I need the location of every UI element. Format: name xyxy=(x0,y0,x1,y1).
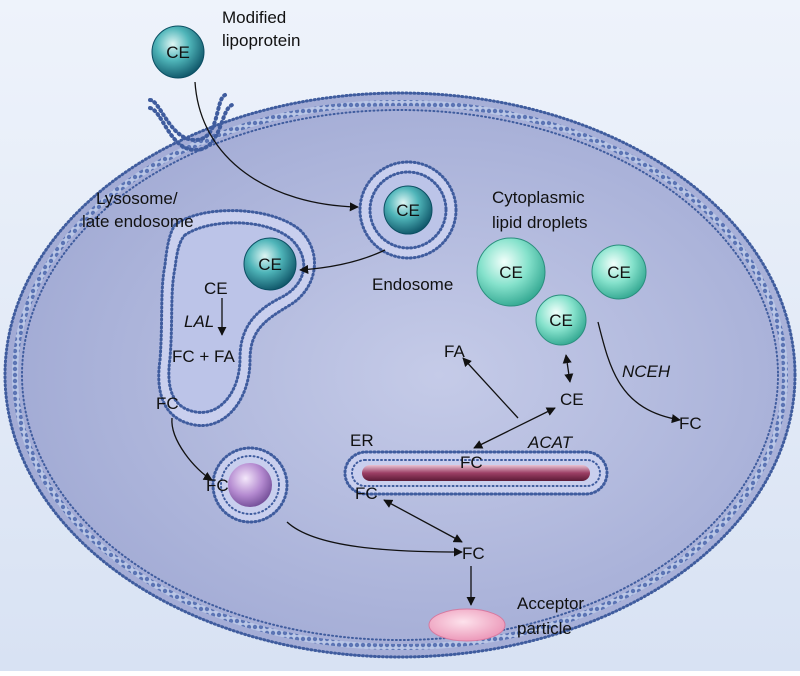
er-fc-inner-label: FC xyxy=(460,453,483,472)
modified-lipoprotein-label-line1: Modified xyxy=(222,8,286,27)
lipid-droplet xyxy=(535,294,587,346)
vesicle-fc-label: FC xyxy=(206,476,229,495)
acceptor-label-line1: Acceptor xyxy=(517,594,584,613)
arrow-droplet-ce xyxy=(562,354,574,383)
arrow-vesicle-to-fc xyxy=(286,521,463,557)
lysosome-fc-label: FC xyxy=(156,394,179,413)
modified-lipoprotein-label-line2: lipoprotein xyxy=(222,31,300,50)
lipid-droplets-label-line1: Cytoplasmic xyxy=(492,188,585,207)
lipid-droplets xyxy=(476,237,647,346)
ce-label: CE xyxy=(499,263,523,282)
endosome-ce-particle xyxy=(383,185,433,235)
arrow-er-efflux xyxy=(383,499,463,543)
er xyxy=(343,450,609,496)
lal-enzyme-label: LAL xyxy=(184,312,214,331)
lipid-droplets-label-line2: lipid droplets xyxy=(492,213,587,232)
arrow-acat xyxy=(473,407,556,449)
lysosome-ce-particle xyxy=(243,237,297,291)
er-label: ER xyxy=(350,431,374,450)
lysosome-label-line2: late endosome xyxy=(82,212,194,231)
ce-label: CE xyxy=(166,43,190,62)
nceh-fc-label: FC xyxy=(679,414,702,433)
lysosome-label-line1: Lysosome/ xyxy=(96,189,178,208)
lipid-droplet xyxy=(476,237,546,307)
membrane-pit xyxy=(148,93,234,153)
er-lumen xyxy=(362,465,590,481)
er-fc-outer-label: FC xyxy=(355,484,378,503)
acceptor-label-line2: particle xyxy=(517,619,572,638)
lipid-droplet xyxy=(591,244,647,300)
fc-vesicle xyxy=(211,446,289,524)
arrows xyxy=(171,81,681,606)
modified-lipoprotein-particle xyxy=(151,25,205,79)
efflux-fc-label: FC xyxy=(462,544,485,563)
acceptor-particle xyxy=(428,608,506,642)
ce-label: CE xyxy=(549,311,573,330)
endosome-label: Endosome xyxy=(372,275,453,294)
acat-enzyme-label: ACAT xyxy=(527,433,574,452)
arrow-endosome-to-lysosome xyxy=(299,249,386,274)
cytoplasm-ce-label: CE xyxy=(560,390,584,409)
nceh-enzyme-label: NCEH xyxy=(622,362,671,381)
arrow-uptake xyxy=(194,81,359,212)
lysosome-products-label: FC + FA xyxy=(172,347,235,366)
arrow-nceh xyxy=(597,321,681,424)
fa-label: FA xyxy=(444,342,465,361)
ce-label: CE xyxy=(396,201,420,220)
arrow-to-vesicle xyxy=(171,417,213,481)
ce-label: CE xyxy=(258,255,282,274)
ce-label: CE xyxy=(607,263,631,282)
lysosome-ce-text: CE xyxy=(204,279,228,298)
